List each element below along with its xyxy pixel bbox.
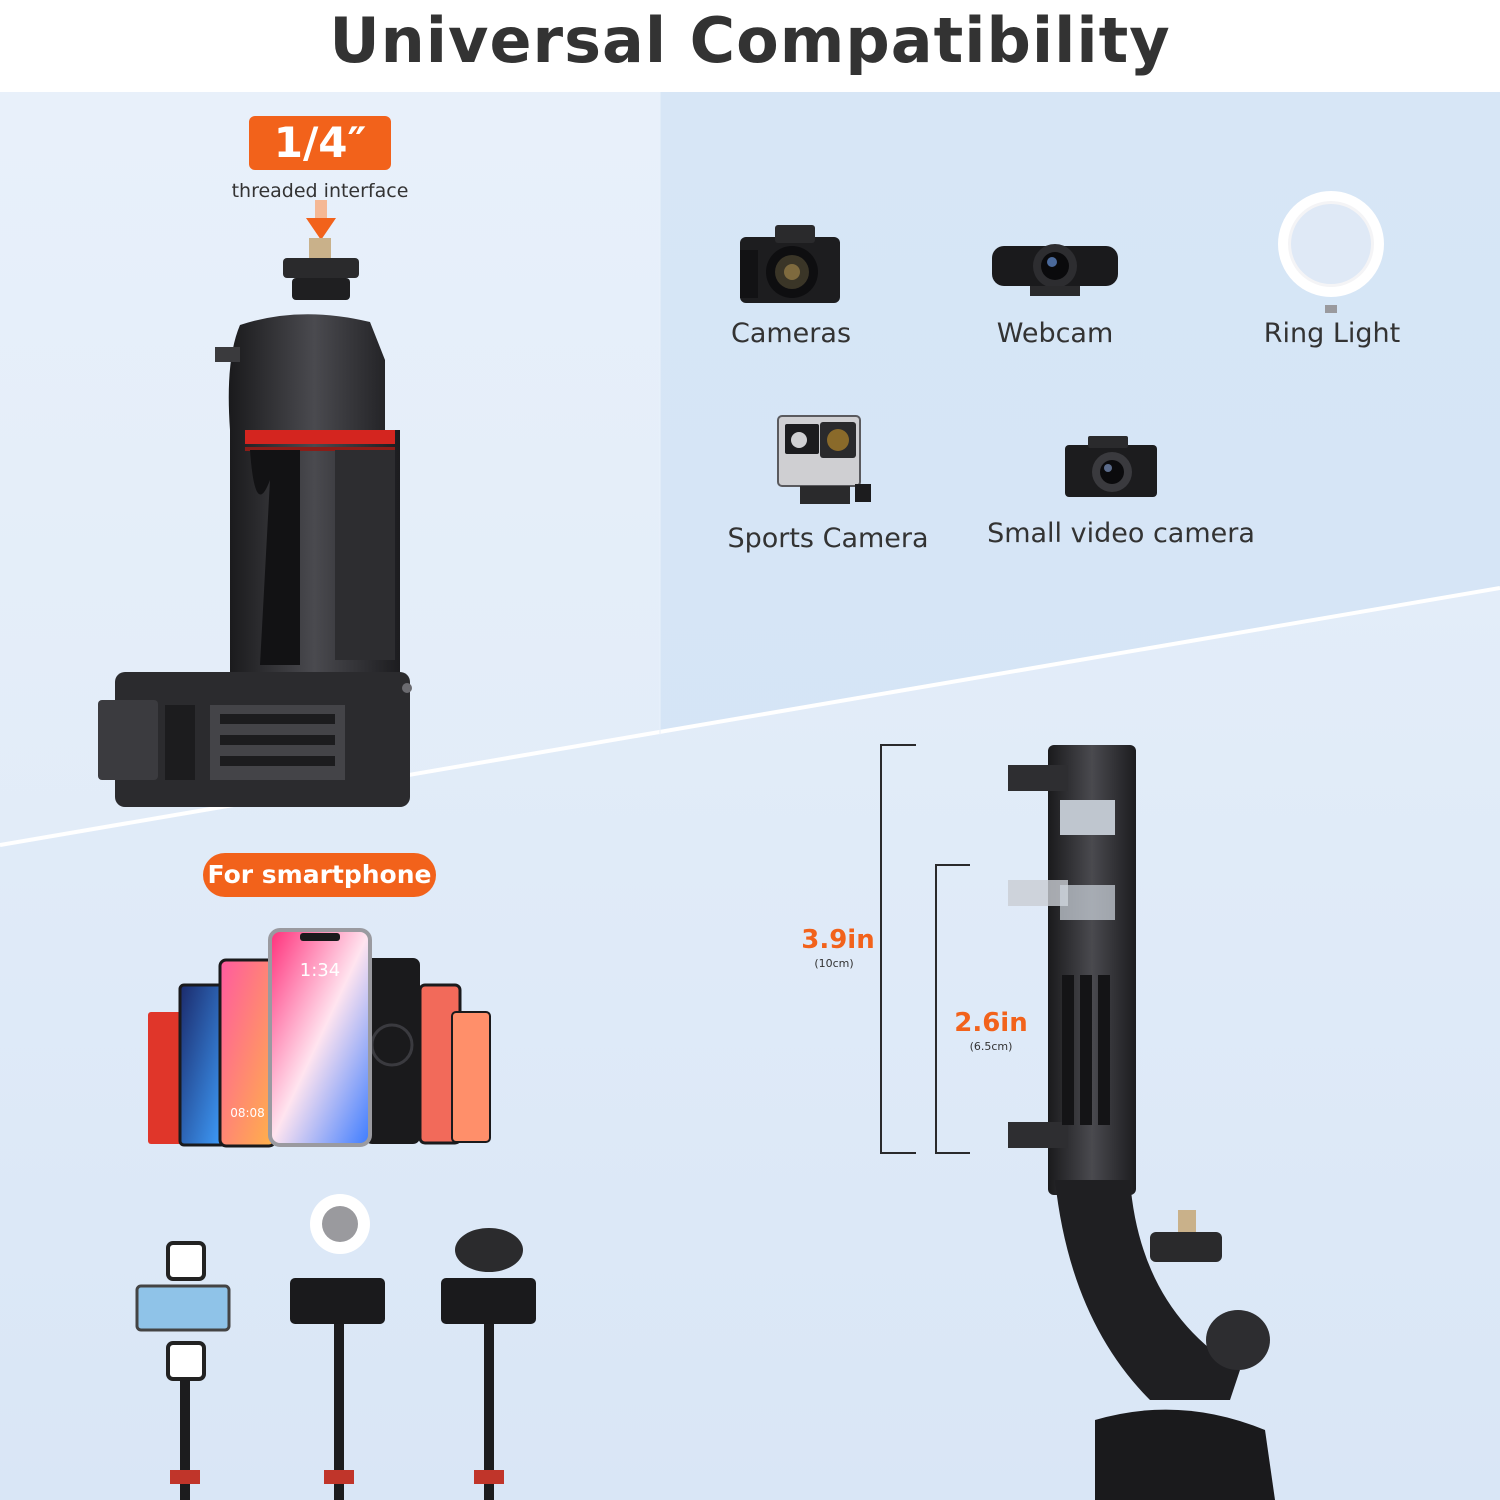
device-label-cameras: Cameras [730,318,852,349]
device-label-sports-camera: Sports Camera [727,523,929,554]
tripod-with-microphone-illustration [441,1228,536,1500]
device-label-small-video-camera: Small video camera [987,518,1255,549]
dimension-max-metric: (10cm) [814,957,854,970]
ring-light-icon [1278,191,1384,313]
action-camera-icon [777,415,871,504]
phone-clock-secondary: 08:08 [230,1106,265,1120]
tripod-with-ring-light-illustration [290,1194,385,1500]
webcam-icon [992,244,1118,296]
title-bar: Universal Compatibility [0,0,1500,92]
device-label-ring-light: Ring Light [1263,318,1401,349]
phone-holder-illustration [98,238,412,807]
dimension-min-metric: (6.5cm) [969,1040,1013,1053]
dimension-min-value: 2.6in [954,1008,1028,1038]
dimension-bracket-max [880,744,916,1154]
device-label-webcam: Webcam [996,318,1114,349]
dimension-max-value: 3.9in [801,925,875,955]
smartphone-badge: For smartphone [203,853,436,897]
tripod-with-lights-illustration [135,1241,231,1500]
smartphone-group [148,928,491,1148]
compact-camera-icon [1065,436,1157,497]
page-title: Universal Compatibility [329,4,1171,77]
phone-clock: 1:34 [299,960,341,981]
dimension-bracket-min [935,864,970,1154]
thread-caption: threaded interface [231,180,409,202]
down-arrow-icon [306,200,336,240]
dslr-camera-icon [740,225,840,303]
extended-clamp-illustration [1008,745,1275,1500]
thread-size-badge: 1/4″ [249,116,391,170]
